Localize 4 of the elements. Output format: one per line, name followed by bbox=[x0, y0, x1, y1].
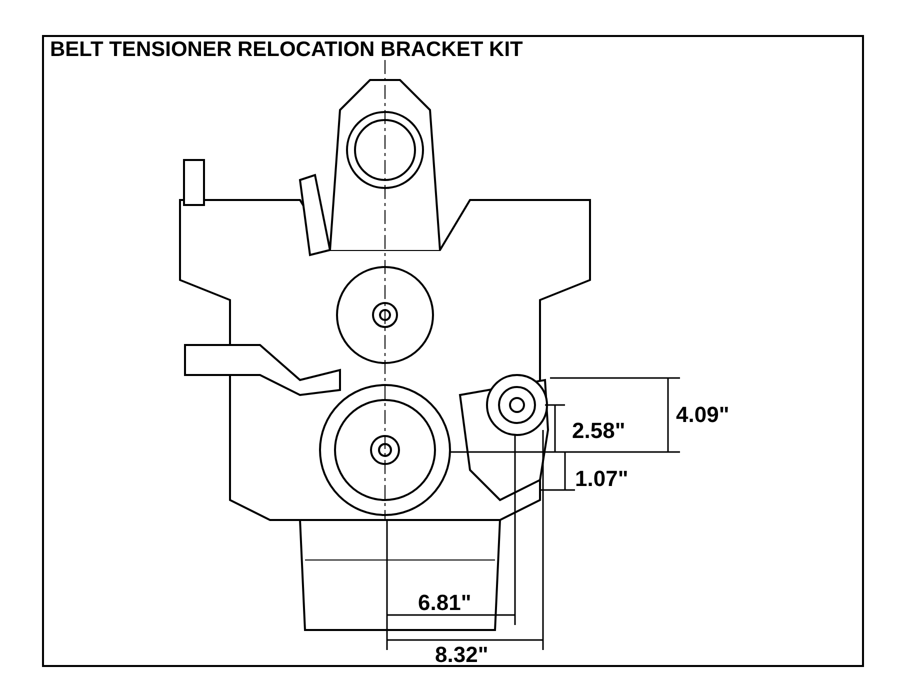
dimension-label: 6.81" bbox=[418, 590, 472, 616]
dimension-label: 8.32" bbox=[435, 642, 488, 668]
title: BELT TENSIONER RELOCATION BRACKET KIT bbox=[50, 38, 523, 62]
dimension-label: 1.07" bbox=[575, 466, 628, 492]
